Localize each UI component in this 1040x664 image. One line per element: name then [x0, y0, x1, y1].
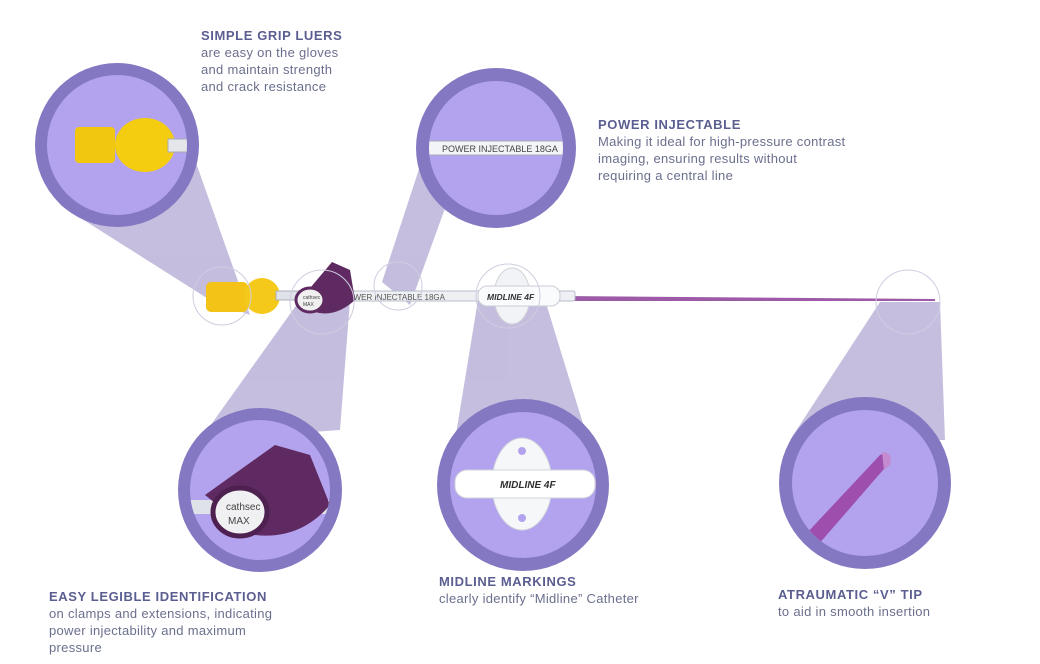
focus-ring-power: [373, 261, 423, 311]
zoom-midline-label: MIDLINE 4F: [500, 480, 556, 491]
midline-catheter: POWER INJECTABLE 18GA MIDLINE 4F cathsec…: [206, 262, 935, 325]
callout-power-body: Making it ideal for high-pressure contra…: [598, 134, 846, 183]
focus-ring-luer: [192, 266, 252, 326]
clamp-model: MAX: [303, 302, 315, 308]
callout-identification-title: EASY LEGIBLE IDENTIFICATION: [49, 589, 267, 604]
purple-clamp: cathsec MAX: [294, 262, 355, 314]
zoom-tip: [779, 397, 951, 569]
zoom-power-band: POWER INJECTABLE 18GA: [442, 144, 558, 154]
catheter-line: [560, 296, 935, 301]
callout-luers: SIMPLE GRIP LUERS are easy on the gloves…: [201, 27, 441, 95]
zoom-midline: MIDLINE 4F: [437, 399, 609, 571]
callout-tip-title: ATRAUMATIC “V” TIP: [778, 587, 923, 602]
callout-power: POWER INJECTABLE Making it ideal for hig…: [598, 116, 918, 184]
focus-ring-midline: [475, 263, 541, 329]
focus-rings: [192, 261, 941, 335]
clamp-brand: cathsec: [303, 295, 321, 301]
zoom-clamp-model: MAX: [228, 516, 250, 527]
focus-ring-clamp: [289, 269, 355, 335]
callout-luers-body: are easy on the gloves and maintain stre…: [201, 45, 339, 94]
callout-luers-title: SIMPLE GRIP LUERS: [201, 28, 343, 43]
callout-tip: ATRAUMATIC “V” TIP to aid in smooth inse…: [778, 586, 1018, 620]
zoom-luer: [35, 63, 199, 227]
callout-midline: MIDLINE MARKINGS clearly identify “Midli…: [439, 573, 699, 607]
focus-ring-tip: [875, 269, 941, 335]
zoom-power-injectable: POWER INJECTABLE 18GA: [416, 68, 576, 228]
callout-power-title: POWER INJECTABLE: [598, 117, 741, 132]
midline-hub-label: MIDLINE 4F: [487, 292, 535, 302]
callout-tip-body: to aid in smooth insertion: [778, 604, 931, 619]
beam-clamp: [200, 300, 350, 440]
callout-midline-body: clearly identify “Midline” Catheter: [439, 591, 639, 606]
zoom-clamp-brand: cathsec: [226, 502, 260, 513]
shaft-print: POWER INJECTABLE 18GA: [342, 293, 446, 302]
callout-midline-title: MIDLINE MARKINGS: [439, 574, 577, 589]
callout-identification-body: on clamps and extensions, indicating pow…: [49, 606, 273, 655]
callout-identification: EASY LEGIBLE IDENTIFICATION on clamps an…: [49, 588, 349, 656]
zoom-clamp: cathsec MAX: [178, 408, 342, 572]
